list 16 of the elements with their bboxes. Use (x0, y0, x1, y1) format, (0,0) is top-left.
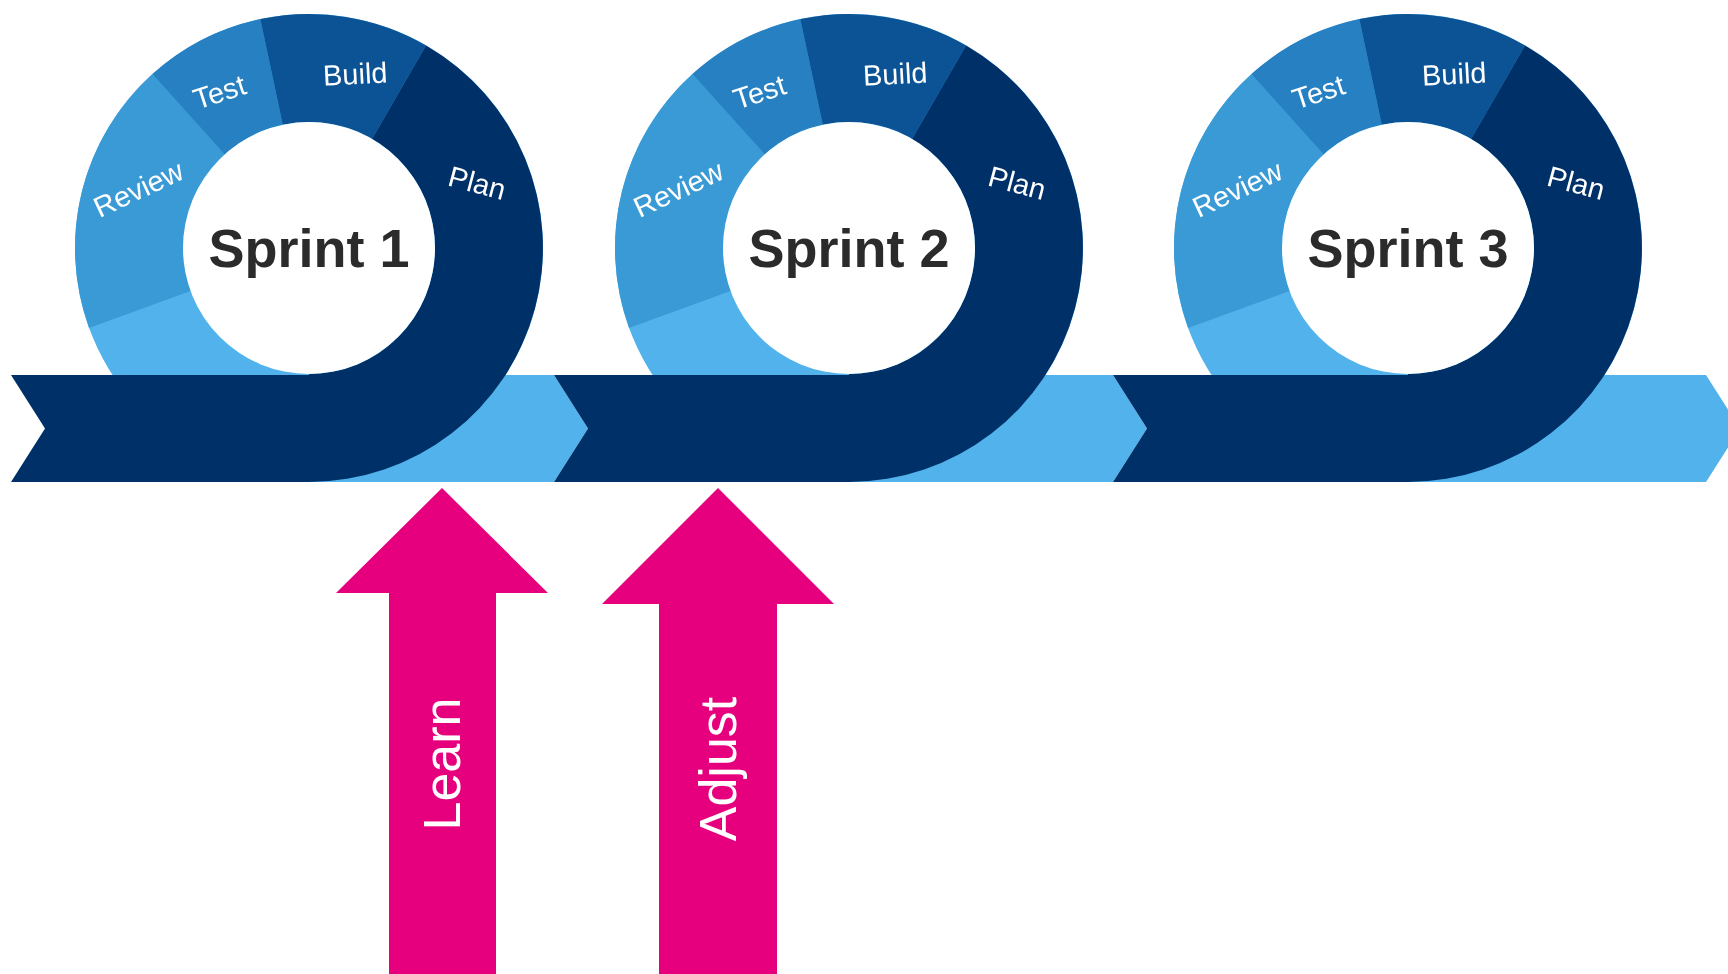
sprint-title: Sprint 2 (748, 217, 950, 279)
phase-label: Build (1421, 55, 1488, 93)
phase-label: Build (862, 55, 929, 93)
phase-label: Test (1287, 68, 1349, 116)
phase-label: Plan (984, 160, 1050, 207)
sprint-title: Sprint 1 (208, 217, 410, 279)
sprint-title: Sprint 3 (1307, 217, 1509, 279)
arrow-label: Learn (412, 697, 472, 830)
phase-label: Plan (444, 160, 510, 207)
phase-label: Test (188, 68, 250, 116)
arrow-label: Adjust (688, 696, 748, 842)
phase-label: Test (728, 68, 790, 116)
phase-label: Plan (1543, 160, 1609, 207)
phase-label: Build (322, 55, 389, 93)
up-arrow-shape (336, 488, 548, 974)
up-arrow-shape (602, 488, 834, 974)
